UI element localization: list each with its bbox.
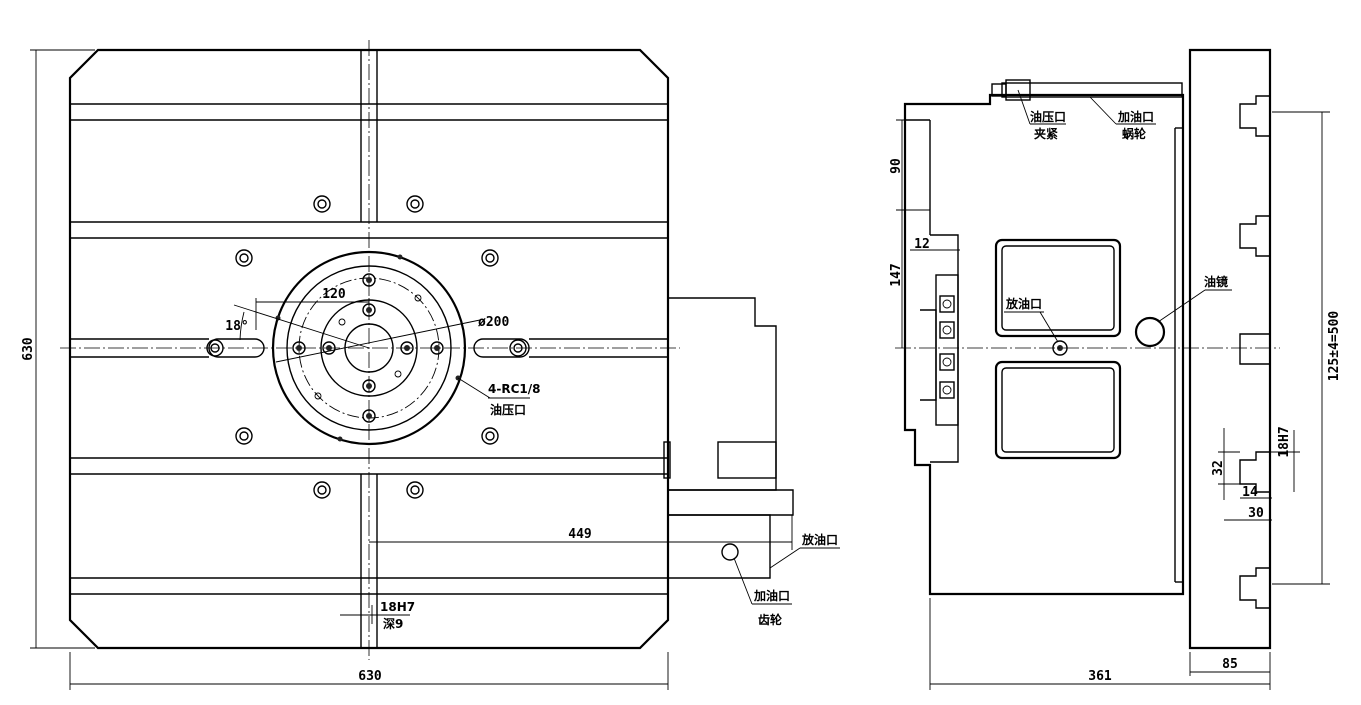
side-bolts	[939, 295, 955, 399]
drain-label-text: 放油口	[801, 532, 838, 547]
side-slot-dim: 18H7	[1256, 426, 1300, 492]
side-drain-text: 放油口	[1005, 296, 1042, 311]
dim-449: 449	[369, 515, 793, 550]
worm-fill-sub-text: 蜗轮	[1122, 126, 1147, 141]
worm-fill-callout: 加油口 蜗轮	[1089, 96, 1156, 141]
dim-angle-18: 18°	[225, 304, 370, 349]
fill-label-text: 加油口	[753, 588, 790, 603]
dim-32-text: 32	[1211, 460, 1226, 476]
dim-361: 361	[929, 598, 1271, 690]
dim-147: 147	[889, 210, 904, 348]
fill-sub-text: 齿轮	[758, 612, 783, 627]
dim-147-text: 147	[889, 263, 904, 286]
drain-port-callout: 放油口	[769, 532, 840, 569]
dim-85: 85	[1189, 652, 1270, 676]
dim-630-width-text: 630	[358, 669, 382, 684]
pitch-dim-text: 125±4=500	[1327, 311, 1342, 382]
dim-120: 120	[255, 287, 370, 330]
hyd-port-callout: 油压口 夹紧	[1017, 89, 1066, 141]
fill-port-callout: 加油口 齿轮	[733, 557, 792, 627]
hyd-sub-text: 夹紧	[1034, 126, 1058, 141]
dim-30-text: 30	[1248, 506, 1264, 521]
dim-14-text: 14	[1242, 485, 1258, 500]
dim-12-text: 12	[914, 237, 930, 252]
fixture-plate	[1188, 48, 1272, 650]
dim-diameter-200: ø200	[275, 315, 509, 363]
dim-90-text: 90	[889, 158, 904, 174]
oil-port-callout: 4-RC1/8 油压口	[457, 377, 540, 417]
oil-sight-glass	[1134, 316, 1166, 348]
sight-label-text: 油镜	[1204, 274, 1228, 289]
worm-fill-label-text: 加油口	[1117, 109, 1154, 124]
dim-630-height-text: 630	[21, 337, 36, 361]
dim-200-text: ø200	[478, 315, 509, 330]
table-outline	[68, 48, 670, 650]
faceplate	[271, 250, 467, 446]
dim-height-630: 630	[21, 49, 95, 649]
front-view: 630 630 449 120 18°	[21, 40, 840, 690]
side-drain-callout: 放油口	[1004, 296, 1059, 343]
slot-depth-text: 深9	[383, 616, 403, 631]
port-label-text: 油压口	[490, 402, 526, 417]
sight-glass-callout: 油镜	[1157, 274, 1232, 323]
port-spec-text: 4-RC1/8	[488, 382, 540, 396]
side-body	[903, 93, 1185, 596]
dim-12: 12	[910, 237, 960, 252]
dim-18deg-text: 18°	[225, 319, 248, 334]
slot-dim-text: 18H7	[380, 600, 415, 614]
dim-32-14-30: 32 14 30	[1211, 428, 1272, 521]
gearbox-housing	[663, 297, 794, 579]
dim-90: 90	[889, 119, 930, 211]
dim-pitch: 125±4=500	[1272, 111, 1342, 585]
side-view: 油压口 夹紧 加油口 蜗轮 90 12 147	[889, 48, 1342, 690]
dim-449-text: 449	[568, 527, 591, 542]
dim-361-text: 361	[1088, 669, 1112, 684]
dim-120-text: 120	[322, 287, 346, 302]
side-slot-text: 18H7	[1277, 426, 1292, 457]
hyd-label-text: 油压口	[1030, 109, 1066, 124]
dim-width-630: 630	[69, 652, 669, 690]
dim-85-text: 85	[1222, 657, 1238, 672]
slot-callout: 18H7 深9	[340, 600, 415, 631]
mounting-bolts	[206, 195, 527, 499]
